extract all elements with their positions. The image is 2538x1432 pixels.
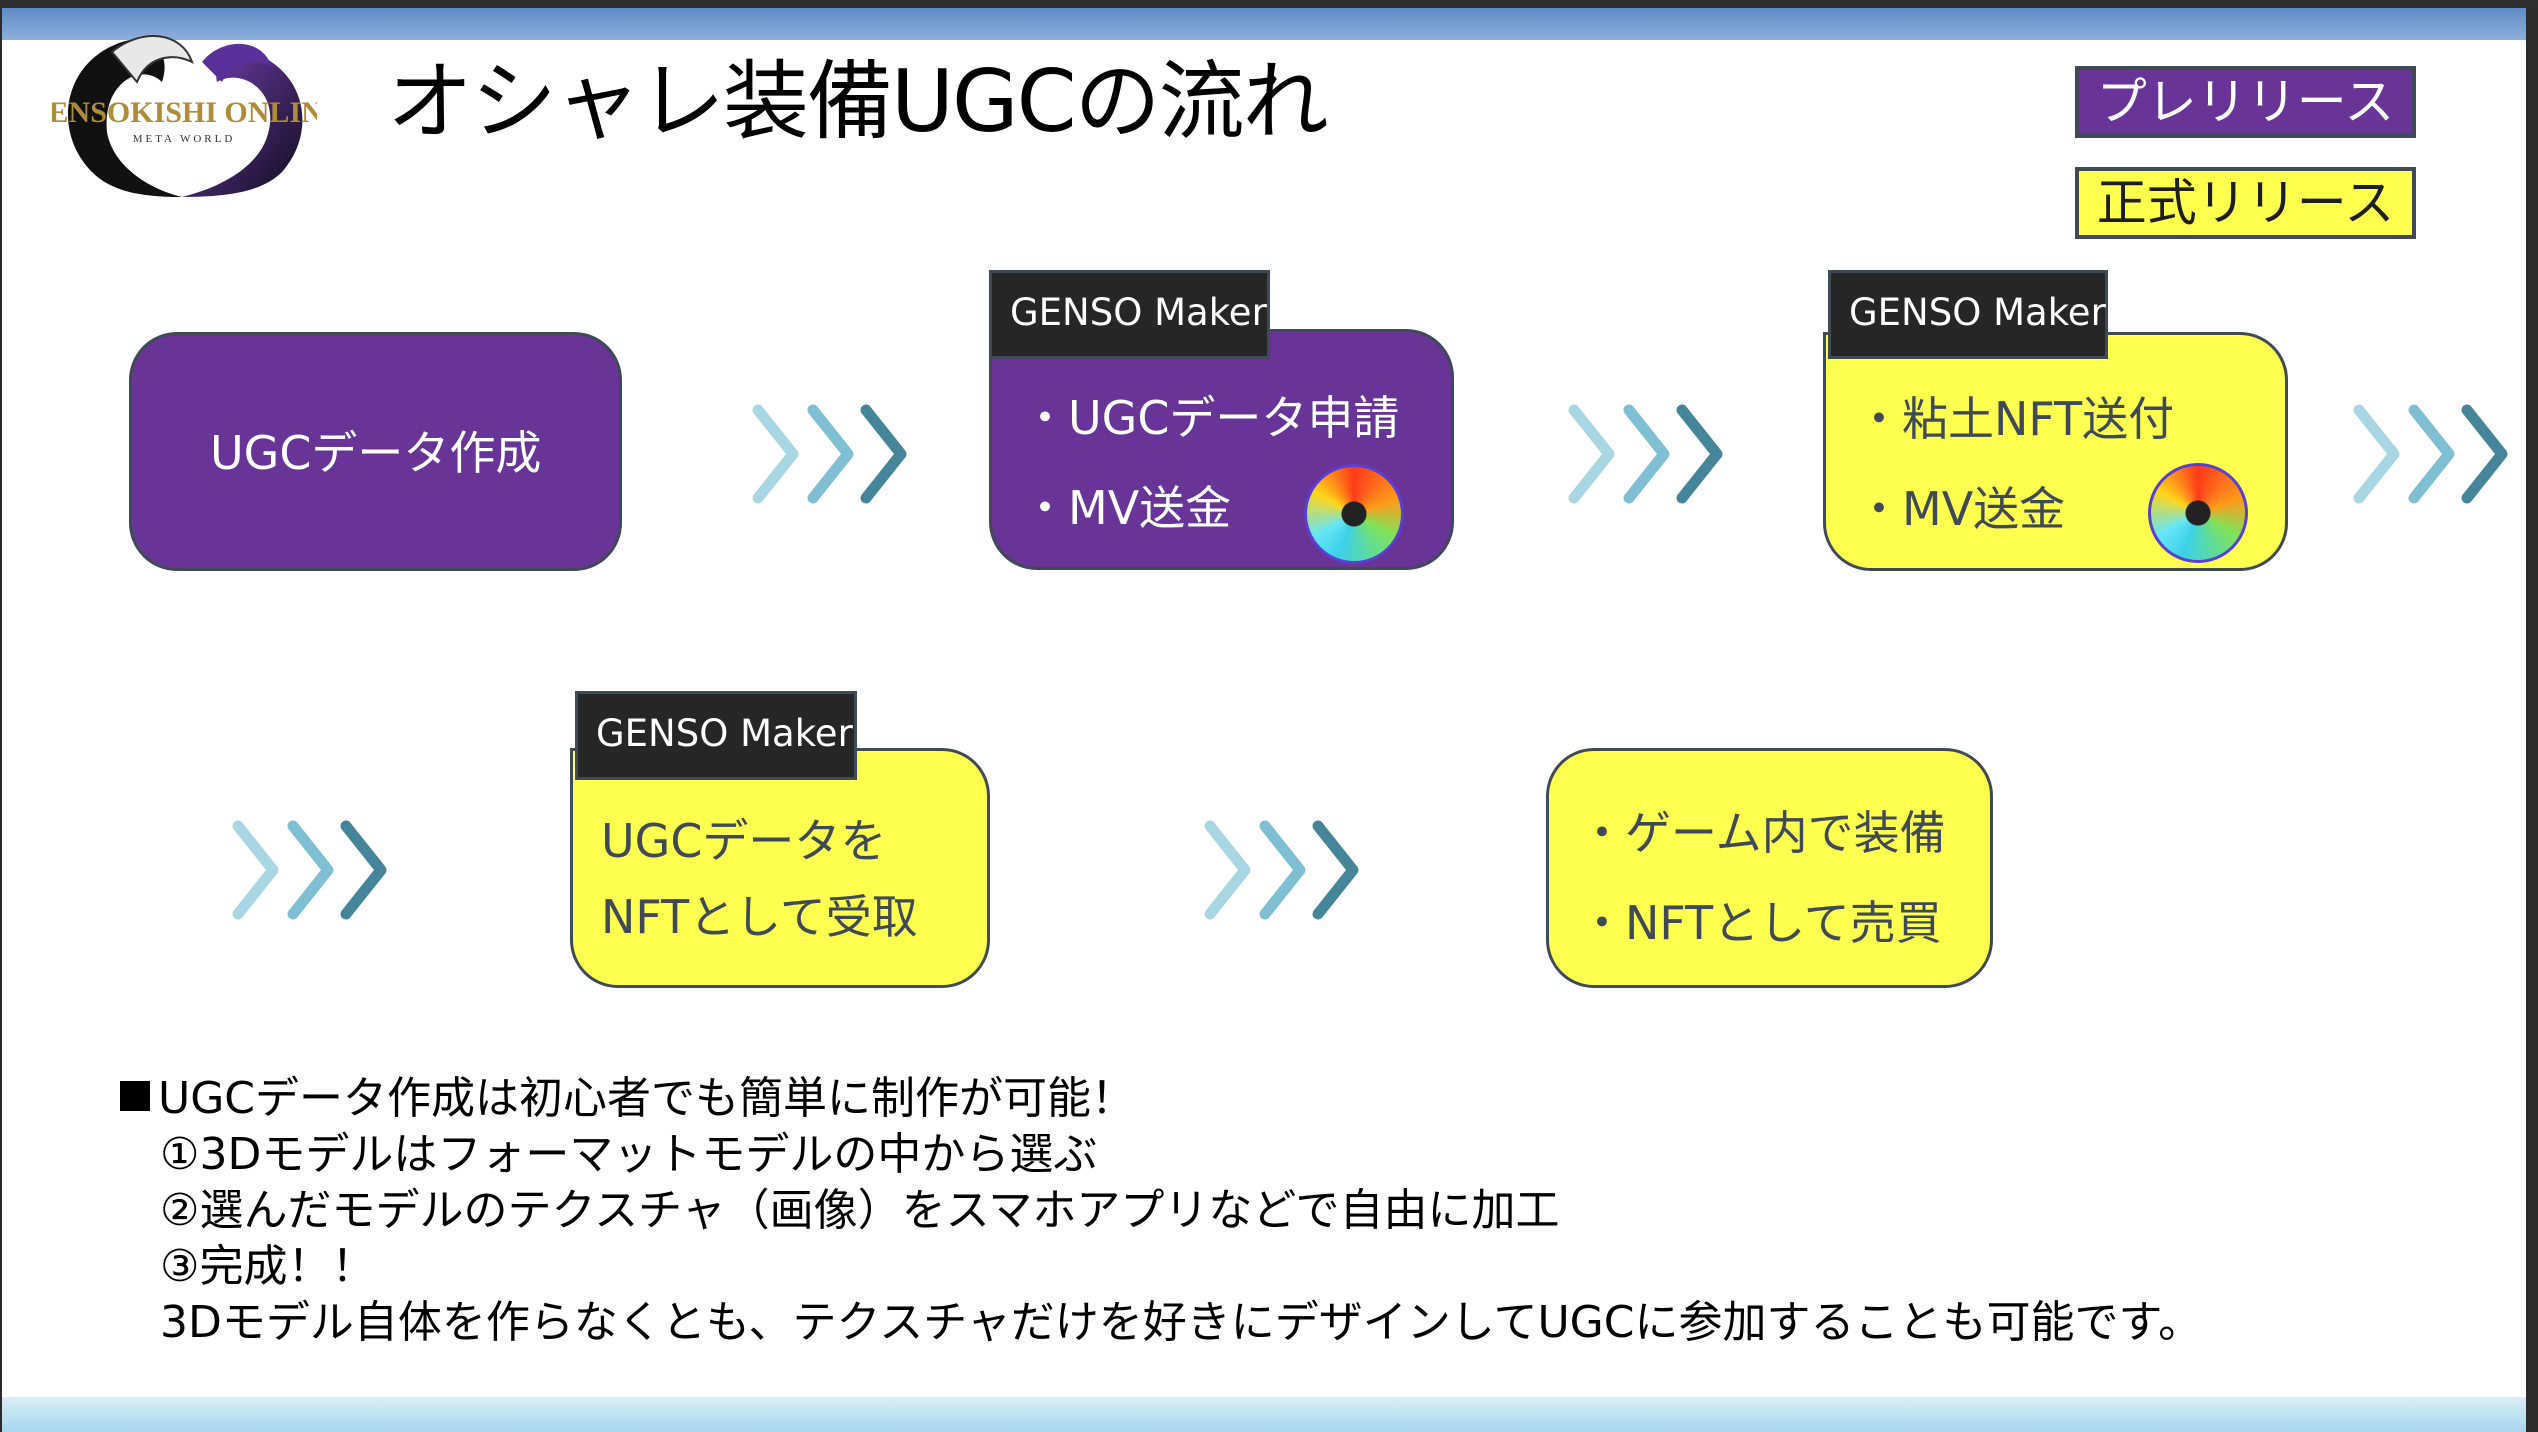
chevron-arrow-icon: [2353, 404, 2508, 504]
chevron-stroke-3: [340, 820, 387, 920]
notes-item: ③完成！！: [160, 1241, 376, 1292]
notes-item: ②選んだモデルのテクスチャ（画像）をスマホアプリなどで自由に加工: [160, 1185, 1560, 1236]
header-band: [2, 8, 2526, 40]
flow-step-receive-nft: UGCデータを NFTとして受取: [570, 748, 990, 988]
mv-coin-icon: [1304, 464, 1404, 564]
logo-text: GENSOKISHI ONLINE: [52, 96, 317, 129]
chevron-arrow-icon: [1204, 820, 1359, 920]
flow-step-equip-trade: ・ゲーム内で装備 ・NFTとして売買: [1546, 748, 1993, 988]
chevron-stroke-3: [2461, 404, 2508, 504]
chevron-stroke-1: [2353, 404, 2400, 504]
notes-section: UGCデータ作成は初心者でも簡単に制作が可能！ ①3Dモデルはフォーマットモデル…: [120, 1071, 2202, 1351]
notes-item: ①3Dモデルはフォーマットモデルの中から選ぶ: [160, 1129, 1098, 1180]
chevron-stroke-2: [1259, 820, 1306, 920]
chevron-arrow-icon: [1568, 404, 1723, 504]
legend-official-release: 正式リリース: [2075, 167, 2416, 239]
genso-maker-tag: GENSO Maker: [575, 691, 857, 780]
logo-subtitle: META WORLD: [133, 133, 236, 145]
step-line-2: ・MV送金: [1856, 482, 2066, 536]
chevron-stroke-2: [807, 404, 854, 504]
chevron-arrow-icon: [232, 820, 387, 920]
genso-maker-tag: GENSO Maker: [989, 270, 1270, 359]
chevron-arrow-icon: [752, 404, 907, 504]
chevron-stroke-3: [1312, 820, 1359, 920]
legend-pre-release: プレリリース: [2075, 66, 2416, 138]
step-text: UGCデータ作成: [210, 426, 542, 480]
step-line-1: ・粘土NFT送付: [1856, 392, 2175, 446]
chevron-stroke-2: [287, 820, 334, 920]
genso-maker-tag: GENSO Maker: [1828, 270, 2108, 359]
flow-step-clay-nft: ・粘土NFT送付 ・MV送金: [1823, 332, 2288, 571]
notes-item: 3Dモデル自体を作らなくとも、テクスチャだけを好きにデザインしてUGCに参加する…: [160, 1297, 2203, 1348]
chevron-stroke-2: [2408, 404, 2455, 504]
step-line-1: ・ゲーム内で装備: [1579, 806, 1946, 860]
chevron-stroke-1: [1568, 404, 1615, 504]
step-line-2: ・NFTとして売買: [1579, 896, 1942, 950]
chevron-stroke-3: [1676, 404, 1723, 504]
chevron-stroke-1: [232, 820, 279, 920]
chevron-stroke-3: [860, 404, 907, 504]
chevron-stroke-1: [1204, 820, 1251, 920]
slide: GENSOKISHI ONLINE META WORLD オシャレ装備UGCの流…: [2, 8, 2526, 1432]
notes-heading-text: UGCデータ作成は初心者でも簡単に制作が可能！: [158, 1073, 1136, 1124]
square-bullet-icon: [120, 1081, 150, 1111]
flow-step-ugc-create: UGCデータ作成: [129, 332, 622, 571]
window-top-bar: [0, 0, 2538, 8]
step-line-1: UGCデータを: [601, 814, 887, 868]
flow-step-ugc-apply: ・UGCデータ申請 ・MV送金: [989, 329, 1454, 570]
mv-coin-icon: [2148, 463, 2248, 563]
gensokishi-logo: GENSOKISHI ONLINE META WORLD: [52, 35, 317, 197]
notes-heading: UGCデータ作成は初心者でも簡単に制作が可能！: [120, 1071, 2202, 1127]
chevron-stroke-2: [1623, 404, 1670, 504]
chevron-stroke-1: [752, 404, 799, 504]
step-line-2: NFTとして受取: [601, 890, 918, 944]
step-line-1: ・UGCデータ申請: [1022, 391, 1400, 445]
page-title: オシャレ装備UGCの流れ: [387, 52, 1329, 152]
footer-band: [2, 1397, 2526, 1432]
step-line-2: ・MV送金: [1022, 481, 1232, 535]
